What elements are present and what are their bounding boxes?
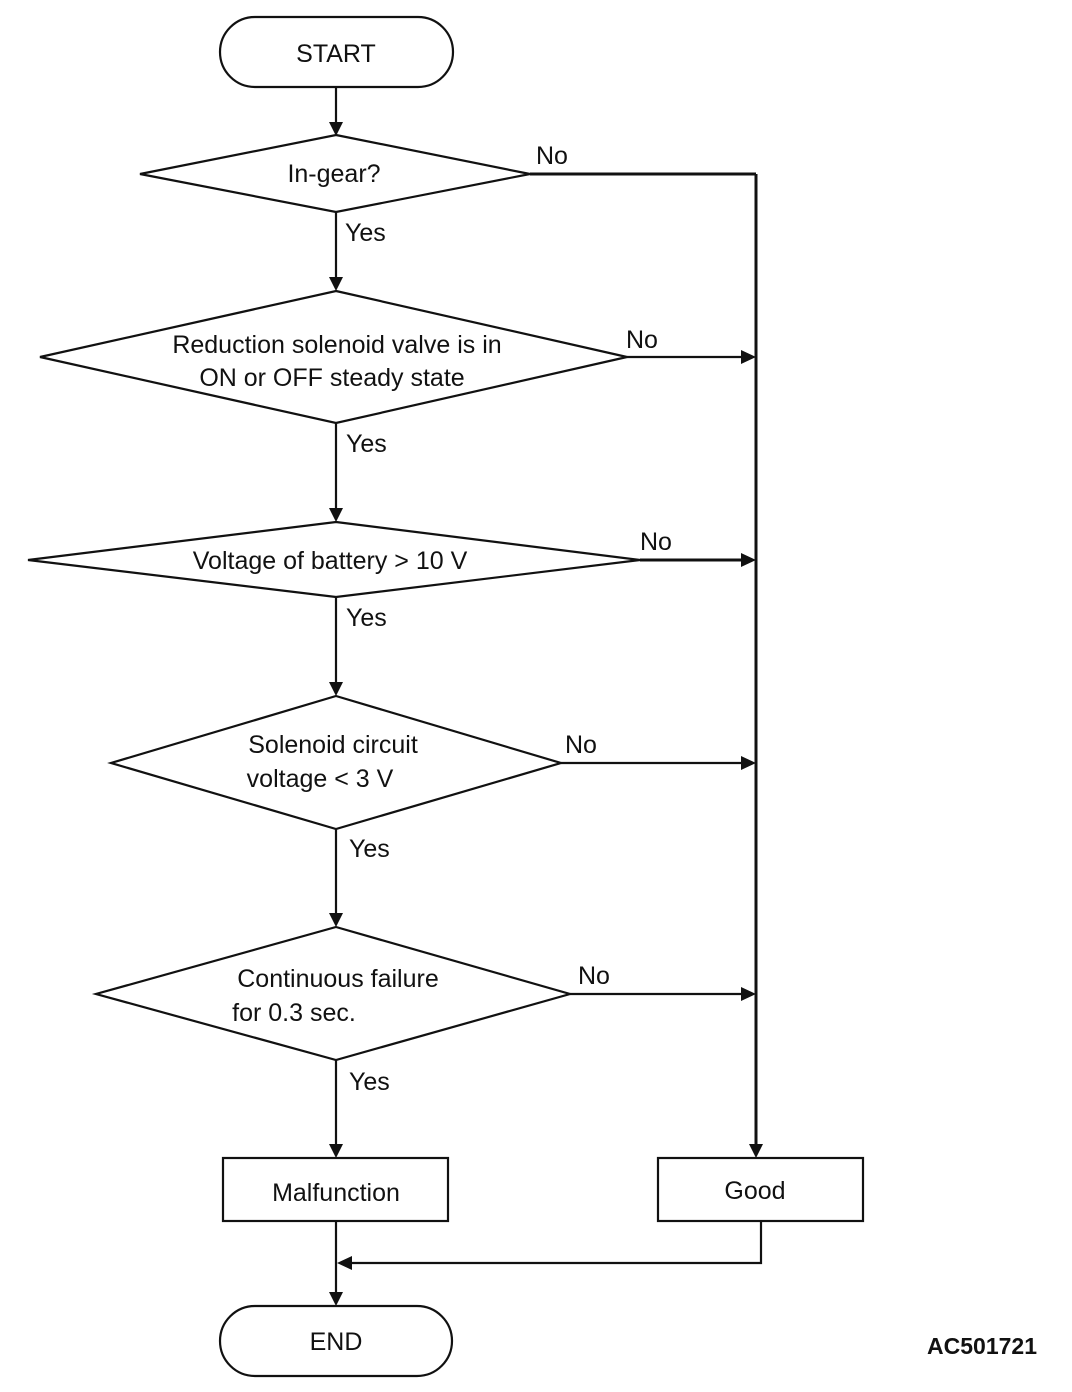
continuous-failure-no-label: No: [578, 962, 610, 990]
arrowhead: [329, 508, 343, 522]
decision-in-gear: In-gear?: [139, 133, 531, 214]
decision-continuous-failure-line1: Continuous failure: [237, 965, 439, 993]
decision-solenoid-steady-state-line2: ON or OFF steady state: [199, 364, 464, 392]
solenoid-circuit-voltage-no-label: No: [565, 731, 597, 759]
battery-voltage-no-label: No: [640, 528, 672, 556]
end-terminal: END: [218, 1304, 454, 1378]
good-label: Good: [724, 1177, 785, 1205]
end-label: END: [310, 1328, 363, 1356]
decision-in-gear-text: In-gear?: [287, 160, 380, 188]
arrowhead: [741, 987, 756, 1001]
decision-battery-voltage: Voltage of battery > 10 V: [27, 520, 641, 599]
solenoid-circuit-voltage-yes-label: Yes: [349, 835, 390, 863]
solenoid-steady-state-no-label: No: [626, 326, 658, 354]
arrowhead: [329, 1292, 343, 1306]
malfunction-label: Malfunction: [272, 1179, 400, 1207]
arrowhead: [329, 913, 343, 927]
decision-solenoid-steady-state: Reduction solenoid valve is in ON or OFF…: [39, 289, 628, 425]
arrowhead: [749, 1144, 763, 1158]
arrowhead: [337, 1256, 352, 1270]
start-terminal: START: [218, 15, 455, 89]
malfunction-box: Malfunction: [221, 1156, 450, 1223]
in-gear-yes-label: Yes: [345, 219, 386, 247]
in-gear-no-label: No: [536, 142, 568, 170]
continuous-failure-yes-label: Yes: [349, 1068, 390, 1096]
arrowhead: [741, 553, 756, 567]
good-box: Good: [656, 1156, 865, 1223]
decision-solenoid-steady-state-line1: Reduction solenoid valve is in: [172, 331, 501, 359]
start-label: START: [296, 40, 376, 68]
decision-solenoid-circuit-voltage: Solenoid circuit voltage < 3 V: [107, 694, 565, 831]
decision-solenoid-circuit-voltage-line2: voltage < 3 V: [247, 765, 394, 793]
arrowhead: [329, 277, 343, 291]
solenoid-steady-state-yes-label: Yes: [346, 430, 387, 458]
arrowhead: [329, 1144, 343, 1158]
arrowhead: [741, 756, 756, 770]
decision-continuous-failure-line2: for 0.3 sec.: [232, 999, 356, 1027]
arrowhead: [741, 350, 756, 364]
arrowhead: [329, 122, 343, 136]
decision-solenoid-circuit-voltage-line1: Solenoid circuit: [248, 731, 418, 759]
decision-continuous-failure: Continuous failure for 0.3 sec.: [91, 925, 575, 1062]
arrowhead: [329, 682, 343, 696]
battery-voltage-yes-label: Yes: [346, 604, 387, 632]
decision-battery-voltage-text: Voltage of battery > 10 V: [193, 547, 468, 575]
connector-good-to-end: [350, 1221, 763, 1265]
figure-id: AC501721: [927, 1333, 1037, 1359]
